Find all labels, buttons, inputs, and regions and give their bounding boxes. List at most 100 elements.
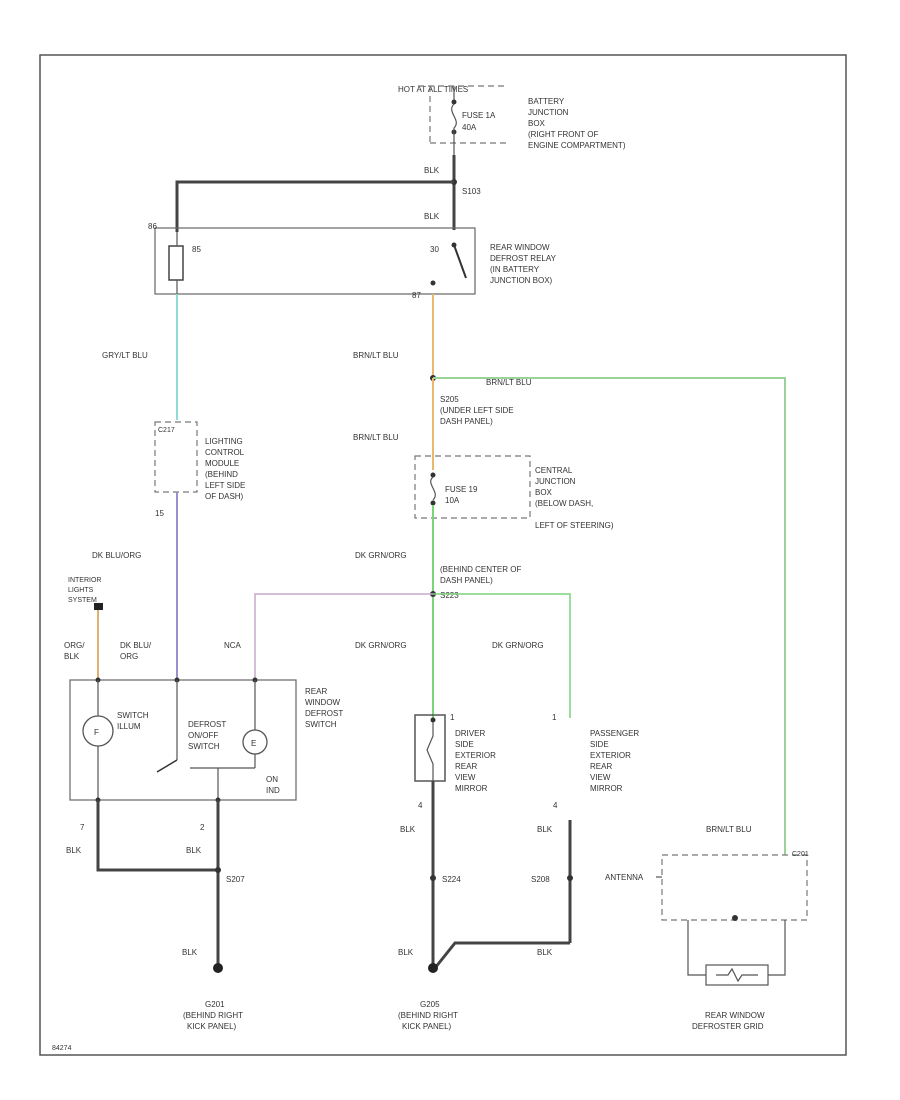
splice-s208-label: S208 xyxy=(531,875,550,884)
lcm-title-5: OF DASH) xyxy=(205,492,244,501)
splice-s224-label: S224 xyxy=(442,875,461,884)
wire-label-dk-blu-org-2a: DK BLU/ xyxy=(120,641,152,650)
wire-label-blk-2: BLK xyxy=(424,212,440,221)
wire-label-brn-lt-blu-3: BRN/LT BLU xyxy=(353,433,399,442)
driver-mirror-label-2: EXTERIOR xyxy=(455,751,496,760)
passenger-mirror-label-1: SIDE xyxy=(590,740,609,749)
switch-ind-label: IND xyxy=(266,786,280,795)
relay-title-2: (IN BATTERY xyxy=(490,265,540,274)
switch-on-label: ON xyxy=(266,775,278,784)
driver-mirror-label-3: REAR xyxy=(455,762,477,771)
wire-label-org-blk-0: ORG/ xyxy=(64,641,85,650)
wire-label-dk-grn-org-3: DK GRN/ORG xyxy=(492,641,544,650)
defroster-title-0: REAR WINDOW xyxy=(705,1011,765,1020)
battery-jb-label-2: BOX xyxy=(528,119,546,128)
wire-label-blk-1: BLK xyxy=(424,166,440,175)
splice-s205-label-2: DASH PANEL) xyxy=(440,417,493,426)
cjb-title-4: LEFT OF STEERING) xyxy=(535,521,614,530)
wire-label-blk-3: BLK xyxy=(66,846,82,855)
wire-label-blk-9: BLK xyxy=(398,948,414,957)
cjb-title-2: BOX xyxy=(535,488,553,497)
driver-mirror-label-4: VIEW xyxy=(455,773,476,782)
hot-at-all-times-label: HOT AT ALL TIMES xyxy=(398,85,468,94)
switch-sw-label-2: SWITCH xyxy=(188,742,220,751)
driver-mirror-box xyxy=(414,714,446,782)
passenger-mirror-pin-1-label: 1 xyxy=(552,713,557,722)
battery-jb-label-4: ENGINE COMPARTMENT) xyxy=(528,141,626,150)
fuse-1a-rating: 40A xyxy=(462,123,477,132)
lcm-title-2: MODULE xyxy=(205,459,239,468)
driver-mirror-pin-1 xyxy=(430,717,436,723)
ground-g205-label-2: KICK PANEL) xyxy=(402,1022,452,1031)
splice-s205-label-0: S205 xyxy=(440,395,459,404)
cjb-title-1: JUNCTION xyxy=(535,477,576,486)
relay-title-1: DEFROST RELAY xyxy=(490,254,557,263)
defroster-grid-symbol xyxy=(716,967,758,983)
splice-s205-label-1: (UNDER LEFT SIDE xyxy=(440,406,514,415)
fuse-1a-label: FUSE 1A xyxy=(462,111,496,120)
ground-g201-label-2: KICK PANEL) xyxy=(187,1022,237,1031)
driver-mirror-pin-1-label: 1 xyxy=(450,713,455,722)
battery-jb-label-3: (RIGHT FRONT OF xyxy=(528,130,598,139)
fuse-19-top xyxy=(430,472,436,478)
ground-g205 xyxy=(428,963,438,973)
splice-s223-label-1: DASH PANEL) xyxy=(440,576,493,585)
battery-jb-label-1: JUNCTION xyxy=(528,108,569,117)
illum-label-1: LIGHTS xyxy=(68,587,94,594)
wire-blk-s208-to-g205 xyxy=(433,941,570,969)
splice-s224 xyxy=(430,875,436,881)
wire-label-org-blk-1: BLK xyxy=(64,652,80,661)
fuse-19-label: FUSE 19 xyxy=(445,485,478,494)
ground-g201-label-0: G201 xyxy=(205,1000,225,1009)
lcm-title-3: (BEHIND xyxy=(205,470,238,479)
defroster-conn: C201 xyxy=(792,851,809,858)
ground-g201-label-1: (BEHIND RIGHT xyxy=(183,1011,243,1020)
lcm-pin-15: 15 xyxy=(155,509,164,518)
passenger-mirror-label-0: PASSENGER xyxy=(590,729,639,738)
passenger-mirror-label-3: REAR xyxy=(590,762,612,771)
relay-title-0: REAR WINDOW xyxy=(490,243,550,252)
fuse-19-bottom xyxy=(430,500,436,506)
wire-label-dk-grn-org-2: DK GRN/ORG xyxy=(355,641,407,650)
wire-blk-s103-relay86 xyxy=(175,180,454,232)
switch-title-3: SWITCH xyxy=(305,720,337,729)
defroster-left-leg xyxy=(687,920,706,976)
splice-s207-label: S207 xyxy=(226,875,245,884)
driver-mirror-pin-4: 4 xyxy=(418,801,423,810)
illum-label-0: INTERIOR xyxy=(68,577,101,584)
fuse-19-rating: 10A xyxy=(445,496,460,505)
defroster-box xyxy=(661,854,808,921)
wire-label-blk-4: BLK xyxy=(186,846,202,855)
switch-lever xyxy=(156,759,178,773)
defroster-center-node xyxy=(732,915,738,921)
fuse-19-symbol xyxy=(430,476,436,501)
wire-label-brn-lt-blu-2: BRN/LT BLU xyxy=(486,378,532,387)
defroster-antenna: ANTENNA xyxy=(605,873,644,882)
relay-title-3: JUNCTION BOX) xyxy=(490,276,553,285)
ground-g205-label-0: G205 xyxy=(420,1000,440,1009)
diagram-border xyxy=(39,54,847,1056)
cjb-title-0: CENTRAL xyxy=(535,466,573,475)
wire-violet-nca xyxy=(254,593,433,680)
indicator-icon: E xyxy=(251,739,256,748)
wire-label-brn-lt-blu-1: BRN/LT BLU xyxy=(353,351,399,360)
splice-s103-label: S103 xyxy=(462,187,481,196)
switch-sw-label-0: DEFROST xyxy=(188,720,226,729)
wire-label-blk-5: BLK xyxy=(182,948,198,957)
illum-label-2: SYSTEM xyxy=(68,597,97,604)
relay-pin-86: 86 xyxy=(148,222,157,231)
switch-pin-2: 2 xyxy=(200,823,205,832)
splice-s223-label-0: (BEHIND CENTER OF xyxy=(440,565,521,574)
driver-mirror-label-1: SIDE xyxy=(455,740,474,749)
relay-switch-arm xyxy=(453,244,467,279)
switch-title-2: DEFROST xyxy=(305,709,343,718)
relay-pin-30: 30 xyxy=(430,245,439,254)
switch-sw-label-1: ON/OFF xyxy=(188,731,218,740)
fuse-1a-symbol xyxy=(451,86,457,160)
switch-title-0: REAR xyxy=(305,687,327,696)
switch-pin-7: 7 xyxy=(80,823,85,832)
passenger-mirror-label-4: VIEW xyxy=(590,773,611,782)
wire-label-blk-7: BLK xyxy=(537,825,553,834)
cjb-box xyxy=(414,455,531,519)
wire-label-dk-grn-org-1: DK GRN/ORG xyxy=(355,551,407,560)
